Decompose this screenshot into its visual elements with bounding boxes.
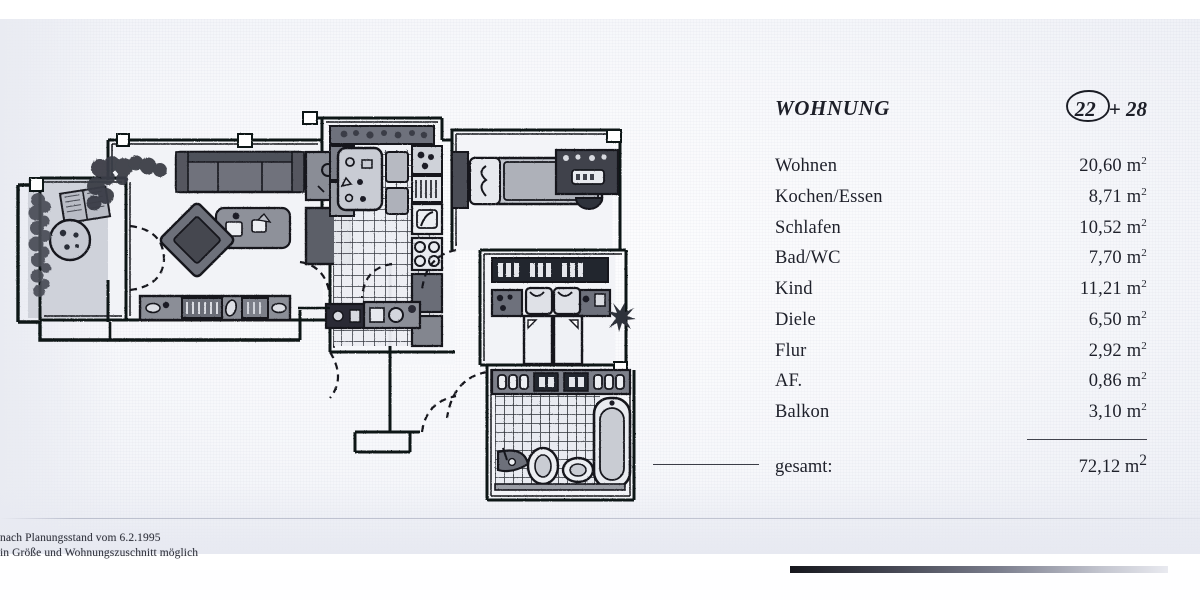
area-schedule: WOHNUNG 22 + 28 Wohnen 20,60 m2 Kochen/Ess… bbox=[653, 90, 1147, 481]
room-area-value: 6,50 m2 bbox=[1088, 308, 1147, 330]
total-label: gesamt: bbox=[775, 456, 833, 477]
hall-units bbox=[324, 300, 422, 330]
room-name: Bad/WC bbox=[775, 248, 841, 269]
window-openings bbox=[29, 111, 628, 376]
page-bottom-margin bbox=[0, 570, 1200, 600]
room-area-value: 11,21 m2 bbox=[1079, 278, 1147, 300]
legend-header: WOHNUNG 22 + 28 bbox=[775, 90, 1147, 123]
unit-number-additional: + 28 bbox=[1108, 97, 1147, 121]
room-name: Flur bbox=[775, 340, 807, 361]
total-value: 72,12 m2 bbox=[1078, 451, 1147, 477]
room-name: AF. bbox=[775, 371, 803, 392]
page-title: WOHNUNG bbox=[775, 96, 891, 120]
room-area-row: AF. 0,86 m2 bbox=[775, 364, 1147, 395]
balcony-furniture bbox=[28, 155, 167, 297]
room-area-value: 0,86 m2 bbox=[1088, 370, 1147, 392]
room-name: Wohnen bbox=[775, 156, 838, 177]
room-area-value: 3,10 m2 bbox=[1088, 401, 1147, 423]
floor-plan-drawing bbox=[16, 111, 636, 502]
kitchen bbox=[329, 125, 444, 348]
room-area-row: Flur 2,92 m2 bbox=[775, 334, 1147, 365]
total-separator-rule bbox=[1027, 438, 1147, 440]
living-room-furniture bbox=[138, 150, 352, 322]
room-name: Kochen/Essen bbox=[775, 186, 883, 207]
leader-line bbox=[653, 463, 759, 466]
room-area-row: Balkon 3,10 m2 bbox=[775, 395, 1147, 426]
room-area-value: 7,70 m2 bbox=[1088, 247, 1147, 269]
unit-number-value: 22 bbox=[1074, 97, 1096, 121]
bottom-gradient-bar bbox=[790, 566, 1168, 573]
room-area-value: 10,52 m2 bbox=[1079, 216, 1147, 238]
child-room-furniture bbox=[451, 148, 620, 210]
bedroom-furniture bbox=[490, 257, 636, 366]
room-name: Schlafen bbox=[775, 217, 841, 238]
scan-separator-line bbox=[0, 518, 1200, 519]
footnote-line-2: in Größe und Wohnungszuschnitt möglich bbox=[0, 546, 199, 559]
room-area-row: Kind 11,21 m2 bbox=[775, 272, 1147, 303]
room-area-value: 20,60 m2 bbox=[1079, 155, 1147, 177]
bathroom bbox=[490, 368, 632, 491]
footnote-line-1: nach Planungsstand vom 6.2.1995 bbox=[0, 532, 161, 544]
unit-number-circled: 22 bbox=[1065, 90, 1110, 123]
room-name: Diele bbox=[775, 309, 816, 330]
door-swing-arcs bbox=[129, 224, 488, 433]
unit-number-group: 22 + 28 bbox=[1065, 90, 1147, 123]
room-area-value: 2,92 m2 bbox=[1088, 339, 1147, 361]
page-top-margin bbox=[0, 0, 1200, 19]
total-row: gesamt: 72,12 m2 bbox=[653, 438, 1147, 481]
room-area-row: Kochen/Essen 8,71 m2 bbox=[775, 180, 1147, 211]
footnote-block: nach Planungsstand vom 6.2.1995 in Größe… bbox=[0, 531, 198, 560]
room-area-row: Diele 6,50 m2 bbox=[775, 303, 1147, 334]
room-area-row: Wohnen 20,60 m2 bbox=[775, 149, 1147, 180]
room-area-row: Schlafen 10,52 m2 bbox=[775, 211, 1147, 242]
room-area-row: Bad/WC 7,70 m2 bbox=[775, 241, 1147, 272]
room-area-list: Wohnen 20,60 m2 Kochen/Essen 8,71 m2 Schlafe… bbox=[775, 149, 1147, 426]
room-name: Balkon bbox=[775, 402, 830, 423]
room-area-value: 8,71 m2 bbox=[1088, 185, 1147, 207]
room-name: Kind bbox=[775, 279, 813, 300]
